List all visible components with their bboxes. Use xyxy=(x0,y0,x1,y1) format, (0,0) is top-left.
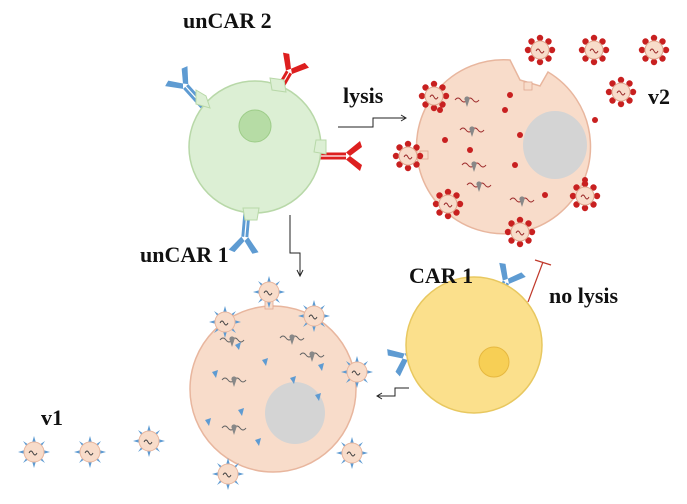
virion-icon xyxy=(418,80,450,112)
lysis-arrow xyxy=(338,114,407,128)
virion-icon xyxy=(578,34,610,66)
virion-icon xyxy=(73,435,107,469)
target-cell-v1 xyxy=(189,275,374,491)
green-cell-nucleus xyxy=(238,109,272,143)
virion-icon xyxy=(432,188,464,220)
label-uncar-1: unCAR 1 xyxy=(140,242,229,267)
virion-icon xyxy=(252,275,286,309)
virion-icon xyxy=(638,34,670,66)
label-no-lysis: no lysis xyxy=(549,283,619,308)
label-v2: v2 xyxy=(648,84,670,109)
virion-icon xyxy=(392,140,424,172)
virion-icon xyxy=(17,435,51,469)
virion-icon xyxy=(335,436,369,470)
virion-icon xyxy=(524,34,556,66)
down-arrow xyxy=(289,215,304,278)
virion-icon xyxy=(605,76,637,108)
target-nucleus xyxy=(265,382,325,444)
label-lysis: lysis xyxy=(343,83,384,108)
no-lysis-inhibit-mark xyxy=(527,259,552,303)
virion-icon xyxy=(569,180,601,212)
label-uncar-2: unCAR 2 xyxy=(183,8,272,33)
car-arrow xyxy=(376,387,409,400)
yellow-cell-nucleus xyxy=(478,346,510,378)
label-v1: v1 xyxy=(41,405,63,430)
target-nucleus xyxy=(523,111,587,179)
yellow-cell-body xyxy=(405,276,543,414)
uncar-t-cell xyxy=(163,50,363,255)
car-t-cell xyxy=(384,260,543,414)
label-car-1: CAR 1 xyxy=(409,263,473,288)
virion-icon xyxy=(132,424,166,458)
target-cell-v2 xyxy=(392,34,670,248)
target-cell-body xyxy=(189,305,357,473)
virion-icon xyxy=(504,216,536,248)
green-cell-body xyxy=(188,80,322,214)
